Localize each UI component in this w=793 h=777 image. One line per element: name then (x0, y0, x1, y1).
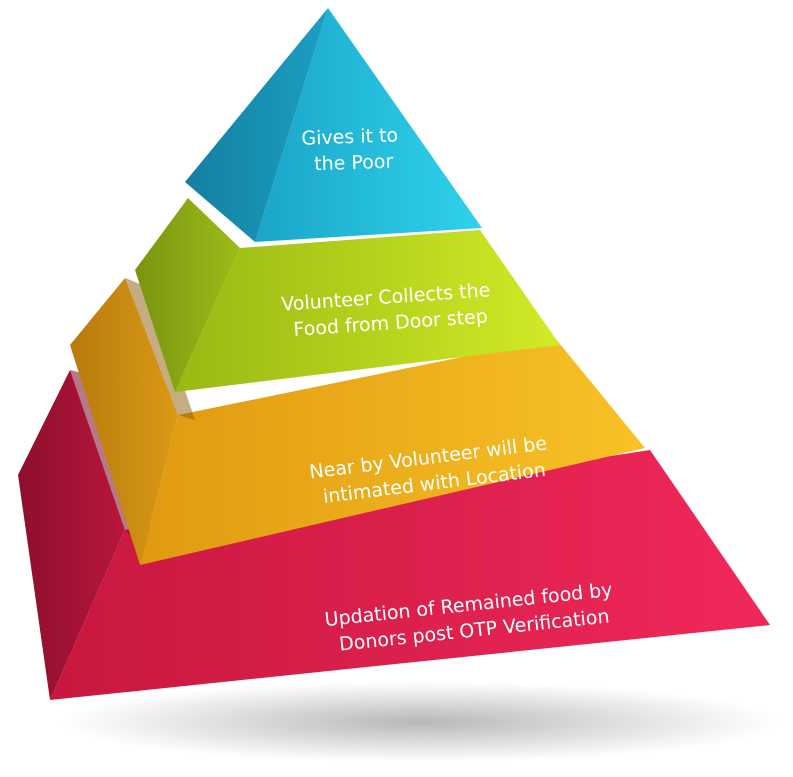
tier-3-left-face (70, 278, 178, 565)
tier-2-front-face (175, 230, 560, 392)
tier-3-block (70, 278, 645, 565)
tier-1-block (185, 8, 482, 242)
tier-3-front-face (140, 338, 645, 565)
tier-2-left-face (135, 198, 240, 392)
tier-1-front-face (255, 8, 482, 242)
tier-2-block (135, 198, 560, 392)
tier-4-front-face (50, 450, 770, 700)
ground-shadow (60, 682, 780, 762)
tier-4-block (18, 370, 770, 700)
tier-1-label-line-2: the Poor (314, 151, 394, 176)
tier-4-left-face (18, 370, 125, 700)
tier-1-label: Gives it to the Poor (301, 124, 405, 176)
tier-1-label-line-1: Gives it to (301, 124, 398, 149)
tier-1-left-face (185, 8, 328, 242)
